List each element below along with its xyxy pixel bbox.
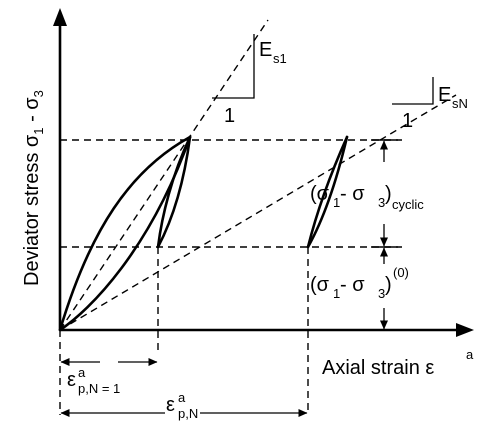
slope-nth-run: 1 [402, 110, 413, 132]
first-strain-sup: a [78, 365, 86, 380]
cyclic-stress-open: (σ [310, 183, 330, 205]
first-reloading-curve [156, 135, 192, 249]
first-diagonal-curve [58, 135, 192, 332]
first-loading-curve [58, 135, 192, 332]
slope-nth-sub: sN [452, 96, 468, 111]
slope-triangle-first-lines [212, 34, 255, 99]
nth-plastic-strain-label: ε a p,N [166, 390, 198, 421]
stress-dimensions [371, 139, 398, 330]
initial-stress-label: (σ 1 - σ 3 ) (0) [310, 265, 409, 301]
y-axis-label-sub1: 1 [31, 127, 46, 134]
cyclic-stress-close: ) [385, 183, 392, 205]
slope-first-sub: s1 [273, 51, 287, 66]
strain-dimensions [60, 358, 308, 417]
x-axis-arrowhead [456, 323, 474, 337]
y-axis-label-main: Deviator stress σ [21, 134, 43, 286]
x-axis-label-main: Axial strain ε [322, 357, 434, 379]
slope-triangle-nth: E sN 1 [392, 77, 468, 132]
slope-first-symbol: E [259, 39, 272, 61]
nth-strain-sup: a [178, 390, 186, 405]
cyclic-stress-s1: 1 [333, 195, 340, 210]
first-strain-sub: p,N = 1 [78, 381, 120, 396]
initial-stress-close: ) [385, 274, 392, 296]
axes [53, 8, 474, 337]
stress-strain-curves [58, 135, 349, 332]
first-strain-symbol: ε [67, 369, 76, 391]
slope-triangle-nth-lines [392, 77, 434, 105]
initial-stress-open: (σ [310, 274, 330, 296]
cyclic-stress-label: (σ 1 - σ 3 ) cyclic [310, 183, 424, 212]
initial-stress-mid: - σ [340, 274, 365, 296]
nth-unloading-curve [306, 135, 349, 249]
nth-reloading-curve [306, 135, 349, 249]
initial-stress-s3: 3 [378, 286, 385, 301]
x-axis-label-sup: a [466, 347, 474, 362]
nth-strain-sub: p,N [178, 406, 198, 421]
cyclic-stress-mid: - σ [340, 183, 365, 205]
secant-first-cycle [59, 19, 269, 331]
y-axis-label-mid: - σ [21, 97, 43, 128]
cyclic-stress-s3: 3 [378, 195, 385, 210]
slope-nth-symbol: E [438, 84, 451, 106]
initial-stress-tag: (0) [393, 265, 409, 280]
x-axis-label: Axial strain ε a [322, 347, 474, 379]
nth-strain-symbol: ε [166, 394, 175, 416]
y-axis-label-sub3: 3 [31, 90, 46, 97]
slope-first-run: 1 [224, 105, 235, 127]
initial-stress-s1: 1 [333, 286, 340, 301]
slope-triangle-first: E s1 1 [212, 34, 287, 127]
guide-lines [59, 19, 457, 415]
secant-nth-cycle [59, 94, 457, 331]
cyclic-stress-tag: cyclic [392, 197, 424, 212]
y-axis-label-text: Deviator stress σ1 - σ3 [21, 90, 46, 286]
y-axis-label: Deviator stress σ1 - σ3 [21, 90, 46, 286]
first-plastic-strain-label: ε a p,N = 1 [67, 365, 120, 396]
y-axis-arrowhead [53, 8, 67, 26]
